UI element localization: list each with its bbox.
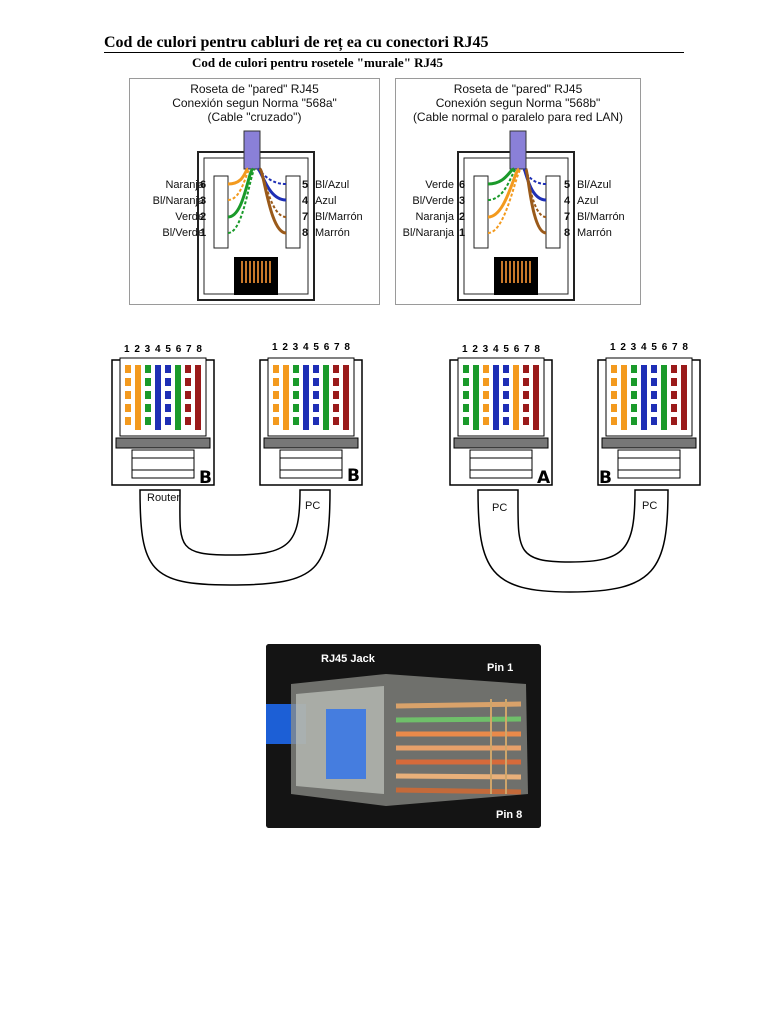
panel-heading-line: (Cable normal o paralelo para red LAN)	[412, 110, 624, 124]
cable-diagrams	[111, 357, 701, 593]
plug-1-right	[259, 357, 363, 486]
plug-2-right	[597, 357, 701, 486]
photo-pin-bottom-label: Pin 8	[496, 809, 523, 821]
pin-number: 2	[200, 211, 207, 223]
wire-label: Bl/Verde	[162, 227, 204, 239]
wire-label: Bl/Azul	[315, 179, 350, 191]
panel-heading-line: Conexión segun Norma "568a"	[172, 96, 337, 110]
pin-number: 1	[459, 227, 466, 239]
panel-heading-line: (Cable "cruzado")	[207, 110, 302, 124]
panel-heading-line: Roseta de "pared" RJ45	[453, 82, 583, 96]
wall-jack-568a-diagram	[197, 130, 315, 301]
device-label: PC	[642, 500, 658, 512]
photo-pin-top-label: Pin 1	[487, 662, 514, 674]
wiring-standard-label: A	[537, 468, 551, 488]
title-underline	[104, 52, 684, 53]
pin-number: 2	[459, 211, 466, 223]
wall-jack-568a-panel: Roseta de "pared" RJ45 Conexión segun No…	[129, 78, 380, 305]
plug-pin-numbers: 1 2 3 4 5 6 7 8	[272, 342, 351, 353]
rj45-jack-illustration	[266, 644, 541, 828]
wiring-standard-label: B	[347, 466, 360, 486]
wire-label: Bl/Naranja	[402, 227, 454, 239]
rj45-jack-photo: RJ45 Jack Pin 1 Pin 8	[266, 644, 541, 828]
pin-number: 8	[302, 227, 309, 239]
pin-number: 5	[302, 179, 309, 191]
wall-jack-568b-diagram	[457, 130, 575, 301]
plug-2-left	[449, 357, 553, 486]
panel-heading-line: Roseta de "pared" RJ45	[190, 82, 319, 96]
wire-label: Bl/Azul	[577, 179, 612, 191]
wire-label: Bl/Verde	[412, 195, 454, 207]
wire-label: Azul	[315, 195, 337, 207]
pin-number: 7	[302, 211, 309, 223]
wall-jack-568b-panel: Roseta de "pared" RJ45 Conexión segun No…	[395, 78, 641, 305]
wire-label: Naranja	[165, 179, 204, 191]
plug-pin-numbers: 1 2 3 4 5 6 7 8	[610, 342, 689, 353]
wire-label: Marrón	[577, 227, 612, 239]
pin-number: 4	[564, 195, 571, 207]
pin-number: 5	[564, 179, 571, 191]
device-label: PC	[305, 500, 321, 512]
pin-number: 7	[564, 211, 571, 223]
wire-label: Bl/Marrón	[315, 211, 363, 223]
wire-label: Naranja	[415, 211, 454, 223]
pin-number: 6	[200, 179, 207, 191]
wire-label: Azul	[577, 195, 599, 207]
pin-number: 1	[200, 227, 207, 239]
device-label: PC	[492, 502, 508, 514]
wire-label: Marrón	[315, 227, 350, 239]
wire-label: Bl/Marrón	[577, 211, 625, 223]
plug-1-left	[111, 357, 215, 486]
wiring-standard-label: B	[599, 468, 612, 488]
device-label: Router	[147, 492, 181, 504]
pin-number: 8	[564, 227, 571, 239]
plug-pin-numbers: 1 2 3 4 5 6 7 8	[124, 344, 203, 355]
wire-label: Verde	[425, 179, 454, 191]
wiring-standard-label: B	[199, 468, 212, 488]
wire-label: Verde	[175, 211, 204, 223]
panel-heading-line: Conexión segun Norma "568b"	[435, 96, 601, 110]
photo-title: RJ45 Jack	[321, 653, 375, 665]
pin-number: 3	[459, 195, 466, 207]
pin-number: 4	[302, 195, 309, 207]
pin-number: 6	[459, 179, 466, 191]
document-subtitle: Cod de culori pentru rosetele "murale" R…	[192, 55, 444, 70]
wire-label: Bl/Naranja	[152, 195, 204, 207]
document-title: Cod de culori pentru cabluri de reț ea c…	[104, 34, 489, 51]
pin-number: 3	[200, 195, 207, 207]
plug-pin-numbers: 1 2 3 4 5 6 7 8	[462, 344, 541, 355]
